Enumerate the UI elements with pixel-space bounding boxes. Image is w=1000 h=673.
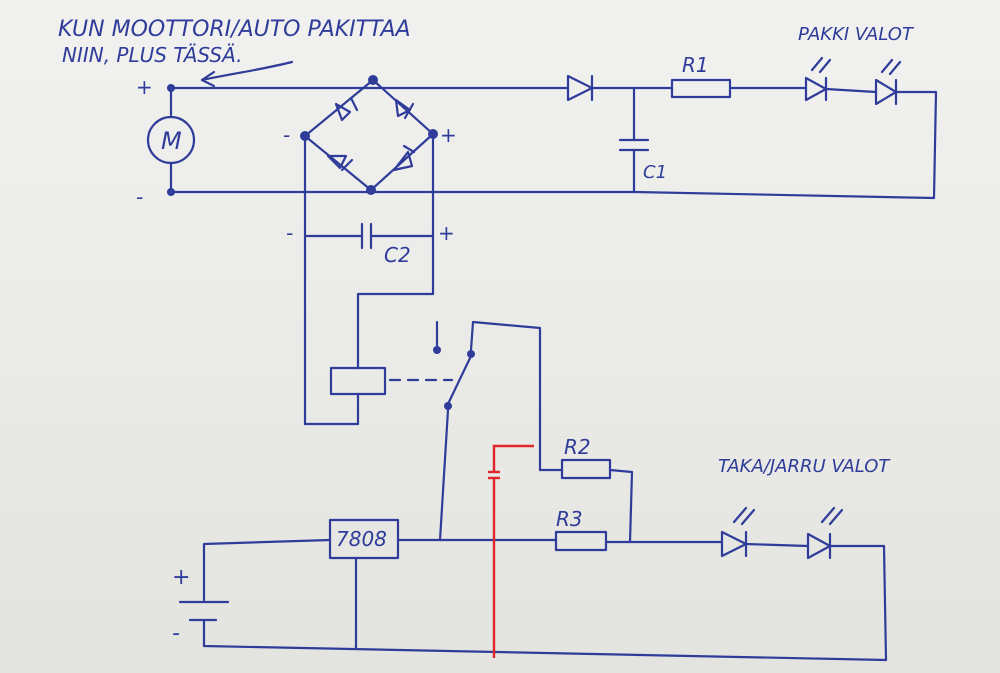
series-diode [566, 74, 594, 102]
added-capacitor-red [488, 444, 534, 658]
relay-switch-arm [446, 354, 473, 406]
relay-common-contact [444, 402, 452, 410]
regulator-label: 7808 [336, 527, 387, 551]
note-arrow [200, 60, 294, 82]
r2-output-wire [608, 468, 634, 544]
reverse-lights-return-wire [632, 90, 938, 200]
note-arrow-head [200, 70, 216, 88]
note-line-2: NIIN, PLUS TÄSSÄ. [62, 43, 242, 67]
c2-minus-sign: - [286, 221, 293, 245]
r1-label: R1 [682, 53, 709, 77]
reverse-lights-label: PAKKI VALOT [798, 24, 915, 45]
resistor-r1 [670, 78, 732, 99]
tail-led-2 [806, 506, 844, 560]
battery-plus-sign: + [172, 565, 190, 590]
r2-label: R2 [564, 435, 591, 459]
relay-nc-contact [433, 346, 441, 354]
bridge-plus-sign: + [440, 123, 457, 147]
resistor-r3 [554, 530, 608, 552]
c1-label: C1 [643, 162, 667, 183]
c2-label: C2 [384, 243, 411, 267]
battery-minus-sign: - [172, 621, 180, 646]
note-line-1: KUN MOOTTORI/AUTO PAKITTAA [58, 17, 411, 42]
reverse-led-1 [804, 56, 832, 102]
tail-led-1 [720, 506, 756, 558]
relay-coil-positive-wire [356, 292, 435, 370]
motor-label: M [161, 127, 182, 155]
relay-no-wire [469, 320, 542, 472]
relay-no-contact [467, 350, 475, 358]
bridge-rectifier [300, 75, 438, 195]
relay-common-wire [438, 408, 450, 542]
tail-lights-return-wire [828, 544, 888, 662]
c2-plus-sign: + [438, 221, 455, 245]
motor-minus-sign: - [136, 185, 143, 209]
motor-plus-sign: + [136, 75, 153, 99]
r3-label: R3 [556, 507, 583, 531]
relay-coil-negative-wire [303, 392, 360, 426]
battery-positive-wire [202, 538, 332, 602]
reverse-led-2 [874, 58, 902, 106]
tail-brake-lights-label: TAKA/JARRU VALOT [718, 456, 891, 477]
led-link-wire [824, 87, 878, 94]
bridge-minus-sign: - [283, 123, 290, 147]
resistor-r2 [560, 458, 612, 480]
relay-coil [329, 366, 387, 396]
ground-rail [202, 618, 888, 662]
tail-led-link-wire [744, 542, 810, 548]
